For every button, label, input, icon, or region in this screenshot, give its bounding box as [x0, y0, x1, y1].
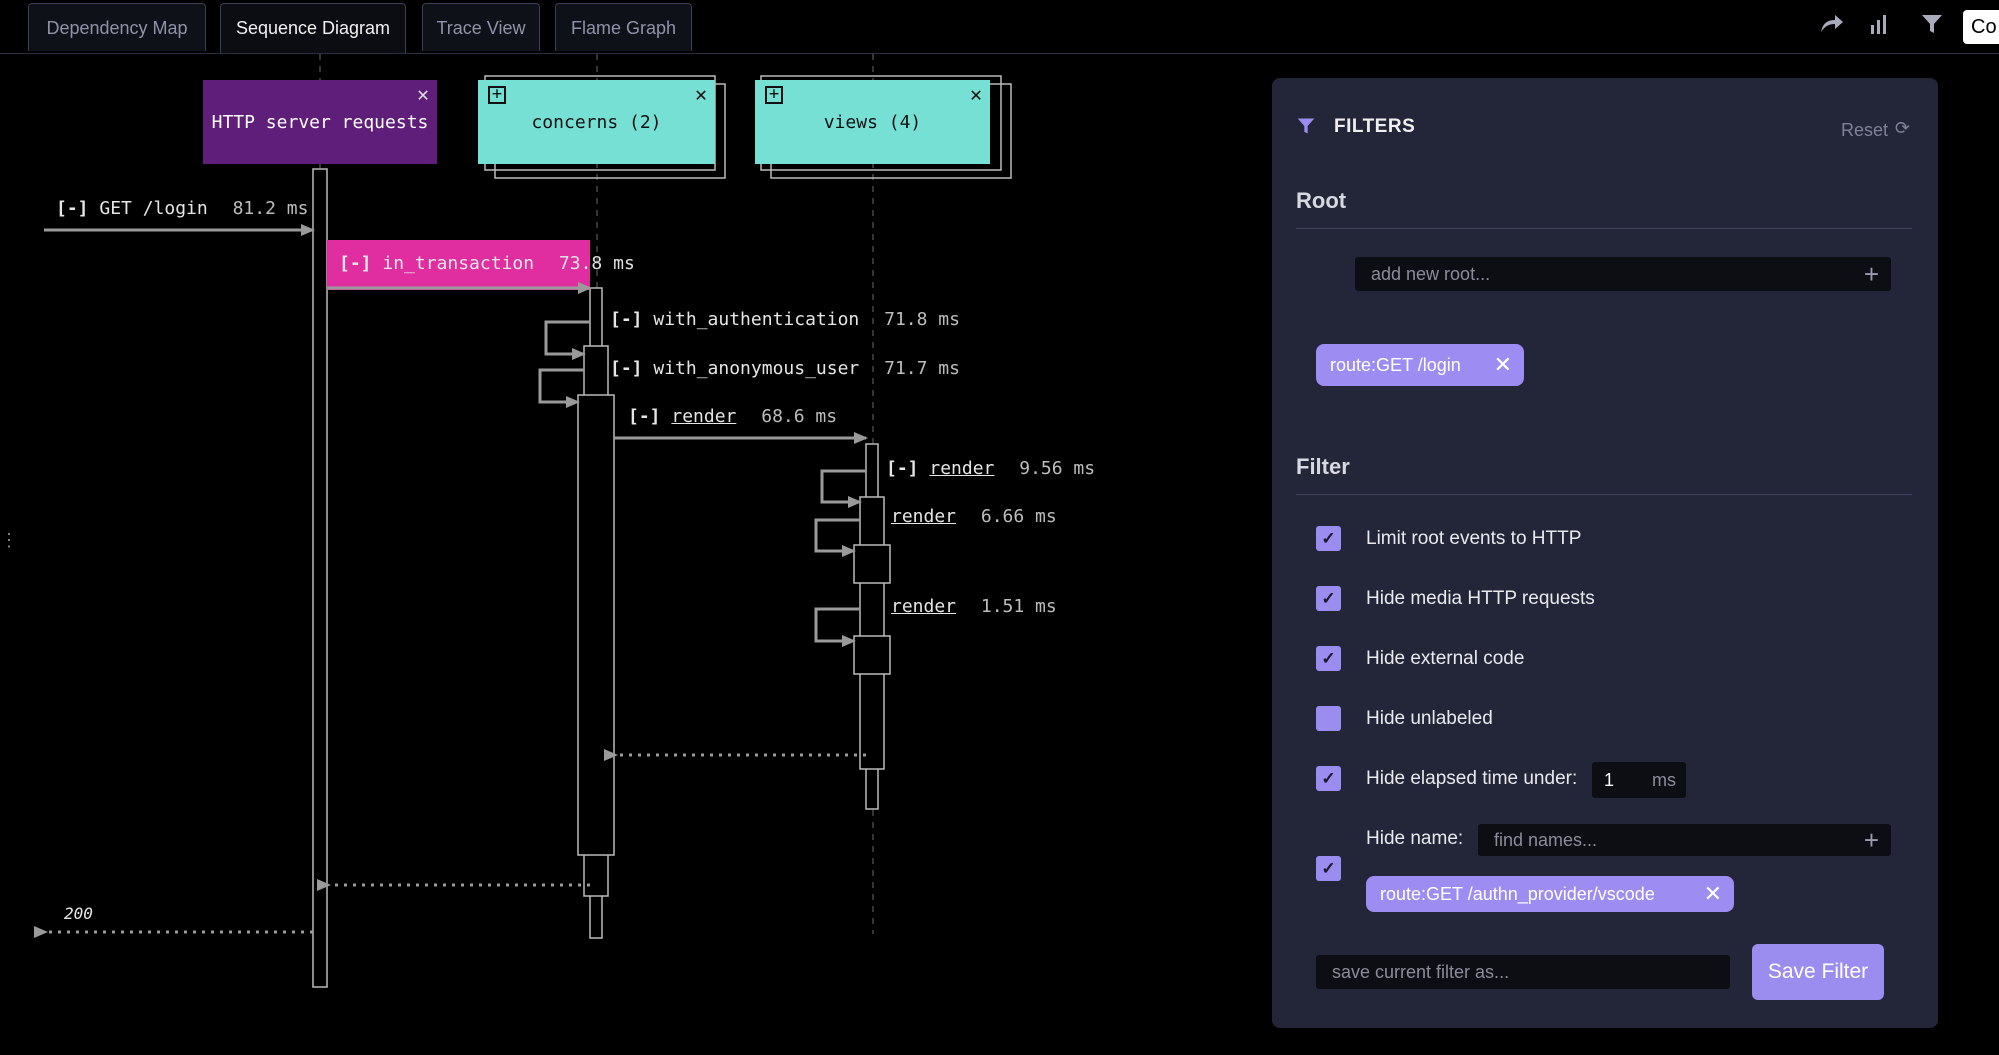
close-icon[interactable]: ✕ [969, 82, 982, 106]
close-icon[interactable]: ✕ [1703, 881, 1722, 906]
sequence-diagram: HTTP server requests ✕ + concerns (2) ✕ … [0, 54, 1260, 1054]
partial-toolbar-button[interactable]: Co [1963, 10, 1999, 44]
collapse-toggle[interactable]: [-] [56, 198, 89, 219]
name-chip: route:GET /authn_provider/vscode ✕ [1366, 876, 1734, 912]
collapse-toggle[interactable]: [-] [610, 358, 643, 379]
plus-icon[interactable]: + [1863, 259, 1879, 289]
close-icon[interactable]: ✕ [1493, 352, 1512, 377]
arrow-with-authentication [544, 320, 590, 360]
activation-render-3 [853, 635, 891, 675]
activation-http [312, 168, 328, 988]
actor-label: concerns (2) [531, 111, 662, 133]
checkbox-hide-media-http[interactable]: ✓ [1316, 586, 1341, 611]
close-icon[interactable]: ✕ [416, 82, 429, 106]
actor-label: views (4) [823, 111, 922, 133]
bar-chart-icon[interactable] [1866, 12, 1894, 40]
activation-render-2 [853, 544, 891, 584]
actor-http-server-requests[interactable]: HTTP server requests ✕ [203, 80, 437, 164]
checkbox-hide-name[interactable]: ✓ [1316, 856, 1341, 881]
option-label: Hide elapsed time under: [1366, 768, 1578, 789]
option-label: Hide external code [1366, 648, 1525, 669]
placeholder-text: find names... [1494, 830, 1598, 850]
checkbox-hide-external-code[interactable]: ✓ [1316, 646, 1341, 671]
placeholder-text: add new root... [1371, 264, 1491, 284]
tab-flame-graph[interactable]: Flame Graph [555, 3, 692, 51]
close-icon[interactable]: ✕ [694, 82, 707, 106]
call-render-view[interactable]: [-] render 68.6 ms [628, 406, 838, 427]
option-label: Hide media HTTP requests [1366, 588, 1595, 609]
diagram-canvas [34, 54, 1012, 988]
call-render-2[interactable]: render 6.66 ms [891, 506, 1057, 527]
arrow-with-anonymous-user [538, 368, 584, 408]
share-icon[interactable] [1818, 12, 1846, 40]
tab-trace-view[interactable]: Trace View [422, 3, 540, 51]
divider [1296, 228, 1912, 229]
actor-label: HTTP server requests [211, 111, 429, 133]
call-get-login[interactable]: [-] GET /login 81.2 ms [56, 198, 309, 219]
call-with-anonymous-user[interactable]: [-] with_anonymous_user 71.7 ms [610, 358, 960, 379]
checkbox-hide-unlabeled[interactable] [1316, 706, 1341, 731]
call-in-transaction[interactable]: [-] in_transaction 73.8 ms [339, 253, 635, 274]
arrow-render-3 [814, 607, 860, 647]
call-render-3[interactable]: render 1.51 ms [891, 596, 1057, 617]
tab-sequence-diagram[interactable]: Sequence Diagram [220, 3, 406, 53]
expand-icon[interactable]: + [488, 86, 506, 104]
root-chip: route:GET /login ✕ [1316, 344, 1524, 386]
save-filter-input[interactable]: save current filter as... [1316, 955, 1730, 989]
expand-icon[interactable]: + [765, 86, 783, 104]
collapse-toggle[interactable]: [-] [339, 253, 372, 274]
collapse-toggle[interactable]: [-] [886, 458, 919, 479]
in-transaction-highlight [327, 240, 590, 290]
add-root-input[interactable]: add new root... + [1355, 257, 1891, 291]
divider [1296, 494, 1912, 495]
checkbox-hide-elapsed-time[interactable]: ✓ [1316, 766, 1341, 791]
collapse-toggle[interactable]: [-] [610, 309, 643, 330]
refresh-icon[interactable]: ⟳ [1894, 118, 1910, 138]
checkbox-limit-root-http[interactable]: ✓ [1316, 526, 1341, 551]
drag-handle-icon[interactable]: ⋮ [0, 530, 18, 550]
reset-button[interactable]: Reset [1840, 120, 1888, 140]
placeholder-text: save current filter as... [1332, 962, 1510, 982]
option-label: Hide name: [1366, 828, 1464, 849]
root-section-title: Root [1296, 188, 1347, 213]
return-value-label: 200 [64, 904, 93, 923]
filter-section-title: Filter [1296, 454, 1350, 479]
option-label: Hide unlabeled [1366, 708, 1493, 729]
option-label: Limit root events to HTTP [1366, 528, 1582, 549]
arrow-render-1 [820, 469, 866, 508]
filter-icon[interactable] [1918, 12, 1946, 40]
filter-icon [1296, 116, 1316, 136]
elapsed-time-input[interactable]: 1 ms [1592, 762, 1686, 798]
activation-render-1 [859, 496, 885, 770]
plus-icon[interactable]: + [1863, 825, 1879, 855]
actor-concerns[interactable]: + concerns (2) ✕ [478, 80, 715, 164]
collapse-toggle[interactable]: [-] [628, 406, 661, 427]
filters-panel: FILTERS Reset ⟳ Root add new root... + r… [1272, 78, 1938, 1028]
find-names-input[interactable]: find names... + [1478, 824, 1891, 856]
actor-views[interactable]: + views (4) ✕ [755, 80, 990, 164]
save-filter-button[interactable]: Save Filter [1752, 944, 1884, 1000]
arrow-render-2 [814, 518, 860, 557]
filters-title: FILTERS [1334, 116, 1416, 137]
call-render-1[interactable]: [-] render 9.56 ms [886, 458, 1096, 479]
tab-bar: Dependency Map Sequence Diagram Trace Vi… [0, 0, 1999, 54]
call-with-authentication[interactable]: [-] with_authentication 71.8 ms [610, 309, 960, 330]
tab-dependency-map[interactable]: Dependency Map [28, 3, 206, 51]
activation-anonymous-user [577, 394, 615, 856]
